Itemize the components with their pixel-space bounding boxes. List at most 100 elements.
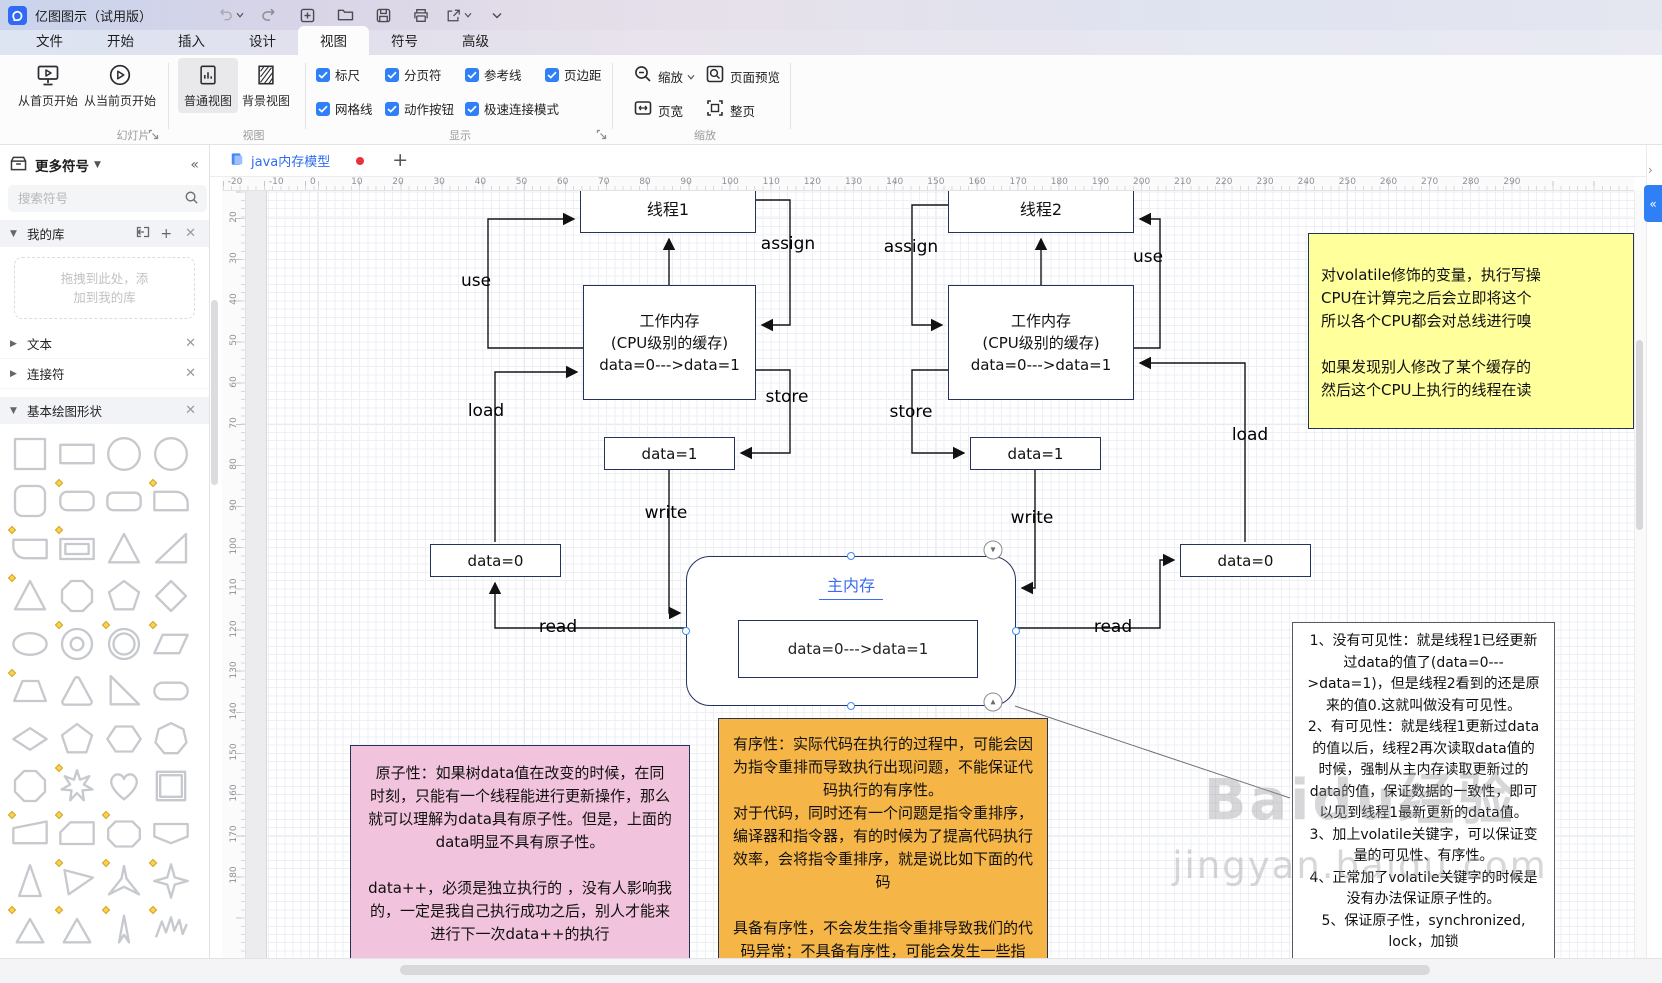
page-tab[interactable]: java内存模型 [210, 145, 374, 176]
checkbox-标尺[interactable]: 标尺 [316, 65, 360, 84]
shape-star-3[interactable] [100, 858, 147, 905]
collapsed-triangle-icon[interactable]: ▶ [10, 338, 17, 349]
save-icon[interactable] [370, 4, 396, 26]
collapsed-triangle-icon[interactable]: ▶ [10, 368, 17, 379]
start-from-first-page-button[interactable]: 从首页开始 [12, 58, 84, 113]
edge-use-left[interactable] [487, 212, 583, 349]
shape-right-triangle[interactable] [147, 525, 194, 572]
shape-irregular-quad[interactable] [6, 810, 53, 857]
close-icon[interactable]: ✕ [185, 226, 196, 241]
normal-view-button[interactable]: 普通视图 [178, 58, 239, 113]
close-icon[interactable]: ✕ [185, 366, 196, 381]
dialog-launcher-icon[interactable] [148, 129, 160, 141]
shape-star-point[interactable] [100, 905, 147, 952]
add-icon[interactable]: + [160, 225, 173, 242]
shape-star-4[interactable] [147, 858, 194, 905]
main-memory-value-box[interactable]: data=0--->data=1 [738, 620, 978, 678]
dialog-launcher-icon[interactable] [596, 129, 608, 141]
shape-trapezoid[interactable] [6, 668, 53, 715]
close-icon[interactable]: ✕ [185, 403, 196, 418]
sidebar-section-文本[interactable]: ▶文本✕ [0, 329, 209, 359]
menu-tab-高级[interactable]: 高级 [462, 34, 489, 50]
node-thread1[interactable]: 线程1 [580, 191, 756, 233]
edge-use-right[interactable] [1134, 212, 1161, 349]
new-document-icon[interactable] [294, 4, 320, 26]
note-volatile[interactable]: 对volatile修饰的变量，执行写操 CPU在计算完之后会立即将这个 所以各个… [1308, 233, 1634, 429]
shape-rounded-rectangle[interactable] [53, 478, 100, 525]
shape-rotated-triangle[interactable] [53, 858, 100, 905]
shape-stadium[interactable] [147, 668, 194, 715]
shape-scribble-star[interactable] [147, 905, 194, 952]
edge-load-left[interactable] [494, 365, 579, 542]
shape-round-corner-shape[interactable] [6, 525, 53, 572]
search-icon[interactable] [184, 190, 199, 209]
shape-rectangle[interactable] [53, 430, 100, 477]
shape-ellipse[interactable] [6, 620, 53, 667]
sidebar-section-my-library[interactable]: ▼我的库+✕ [0, 220, 209, 247]
menu-tab-开始[interactable]: 开始 [107, 34, 134, 50]
shape-heptagon[interactable] [147, 715, 194, 762]
shape-tall-triangle[interactable] [6, 858, 53, 905]
sidebar-section-连接符[interactable]: ▶连接符✕ [0, 359, 209, 389]
shape-wide-diamond[interactable] [6, 715, 53, 762]
open-folder-icon[interactable] [332, 4, 358, 26]
shape-triangle-4[interactable] [53, 905, 100, 952]
menu-tab-文件[interactable]: 文件 [36, 34, 63, 50]
shape-square[interactable] [6, 430, 53, 477]
node-data0-right[interactable]: data=0 [1180, 544, 1311, 577]
shape-pentagon[interactable] [100, 573, 147, 620]
shape-concentric-circle[interactable] [100, 620, 147, 667]
checkbox-页边距[interactable]: 页边距 [545, 65, 602, 84]
shape-pentagon-2[interactable] [53, 715, 100, 762]
shape-framed-square[interactable] [147, 763, 194, 810]
sidebar-scrollbar[interactable] [211, 300, 218, 485]
node-data0-left[interactable]: data=0 [430, 544, 561, 577]
shape-rounded-triangle[interactable] [53, 668, 100, 715]
edge-read-right[interactable] [1016, 553, 1176, 629]
scroll-up-icon[interactable]: ⌃ [207, 189, 209, 199]
shape-octagon[interactable] [53, 573, 100, 620]
share-icon[interactable] [446, 4, 472, 26]
checkbox-分页符[interactable]: 分页符 [385, 65, 442, 84]
shape-rounded-rectangle-2[interactable] [100, 478, 147, 525]
chevron-down-icon[interactable]: ▼ [94, 160, 101, 170]
menu-tab-设计[interactable]: 设计 [249, 34, 276, 50]
node-thread2[interactable]: 线程2 [948, 191, 1134, 233]
shape-donut[interactable] [53, 620, 100, 667]
zoom-button-页面预览[interactable]: 页面预览 [706, 65, 780, 87]
node-work-memory-1[interactable]: 工作内存(CPU级别的缓存)data=0--->data=1 [583, 285, 756, 400]
panel-close-icon[interactable]: › [1648, 163, 1653, 177]
zoom-button-页宽[interactable]: 页宽 [634, 99, 683, 121]
undo-icon[interactable] [218, 4, 244, 26]
shape-octagon-2[interactable] [6, 763, 53, 810]
menu-tab-视图[interactable]: 视图 [298, 26, 369, 55]
scroll-down-icon[interactable]: ⌄ [207, 198, 209, 208]
shape-triangle[interactable] [100, 525, 147, 572]
vertical-scrollbar-track[interactable] [1634, 191, 1646, 958]
close-icon[interactable]: ✕ [185, 336, 196, 351]
import-icon[interactable] [136, 226, 150, 242]
zoom-button-缩放[interactable]: 缩放 [634, 65, 695, 87]
shape-right-triangle-2[interactable] [100, 668, 147, 715]
checkbox-极速连接模式[interactable]: 极速连接模式 [465, 99, 559, 118]
shape-heart[interactable] [100, 763, 147, 810]
shape-triangle-3[interactable] [6, 905, 53, 952]
add-page-button[interactable]: + [392, 149, 409, 171]
shape-rounded-square[interactable] [6, 478, 53, 525]
vertical-scrollbar[interactable] [1636, 340, 1643, 530]
note-atomicity[interactable]: 原子性：如果树data值在改变的时候，在同 时刻，只能有一个线程能进行更新操作，… [350, 745, 690, 958]
note-visibility[interactable]: 1、没有可见性：就是线程1已经更新 过data的值了(data=0--- >da… [1292, 622, 1555, 958]
toolbar-more-icon[interactable] [484, 4, 510, 26]
menu-tab-插入[interactable]: 插入 [178, 34, 205, 50]
collapse-sidebar-icon[interactable]: « [190, 157, 199, 173]
shape-snip-corner-rectangle[interactable] [53, 810, 100, 857]
edge-load-right[interactable] [1138, 356, 1246, 542]
expand-triangle-icon[interactable]: ▼ [10, 228, 17, 239]
edge-store-left[interactable] [739, 369, 791, 460]
redo-icon[interactable] [256, 4, 282, 26]
edge-read-left[interactable] [488, 581, 686, 629]
shape-star-7[interactable] [53, 763, 100, 810]
shape-circle[interactable] [100, 430, 147, 477]
node-data1-left[interactable]: data=1 [604, 437, 735, 470]
edge-assign-left[interactable] [756, 199, 791, 332]
